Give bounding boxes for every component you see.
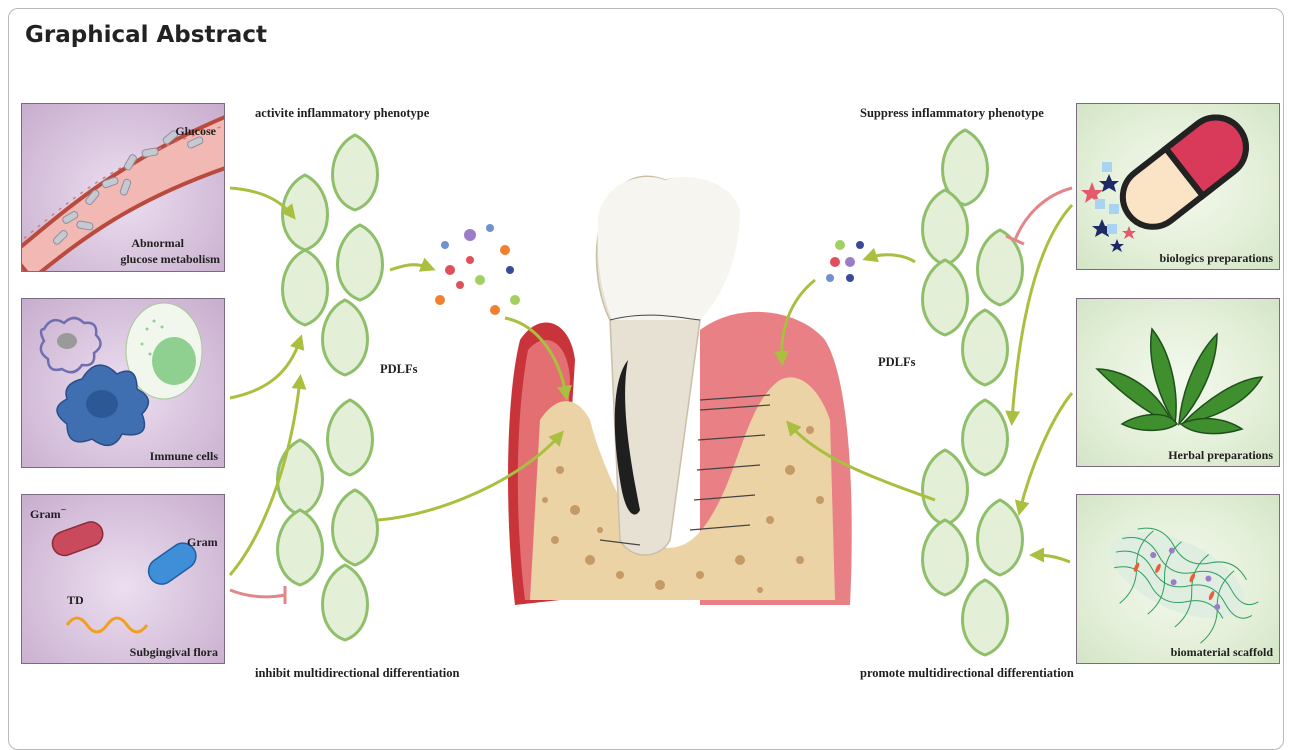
pdlf-cells-right-bottom	[923, 400, 1023, 655]
diagram-canvas	[0, 0, 1290, 717]
pdlf-cells-left-bottom	[278, 400, 378, 640]
cytokines-right	[826, 240, 864, 282]
cytokines-left	[435, 224, 520, 315]
pdlf-cells-left-top	[283, 135, 383, 375]
pdlf-cells-right-top	[923, 130, 1023, 385]
tooth-gum-illustration	[508, 176, 852, 605]
